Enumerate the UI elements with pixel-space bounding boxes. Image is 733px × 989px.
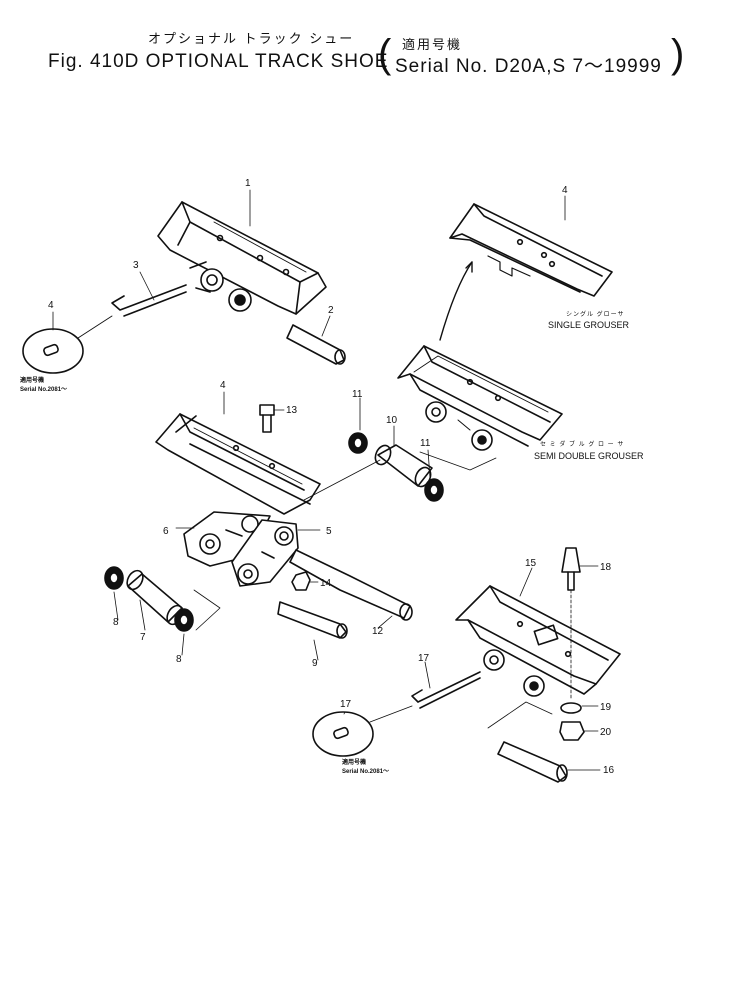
callout-9: 9	[312, 658, 318, 669]
single-grouser-label-jp: シングル グローサ	[566, 312, 625, 318]
washer-19	[560, 702, 599, 714]
callout-19: 19	[600, 702, 612, 713]
semi-double-grouser-shoe	[397, 345, 563, 451]
washer-17	[312, 705, 413, 757]
callout-20: 20	[600, 727, 612, 738]
single-grouser-label: SINGLE GROUSER	[548, 320, 630, 330]
callout-8-left: 8	[113, 617, 119, 628]
serial-number: Serial No. D20A,S 7～19999	[395, 56, 662, 77]
callout-13: 13	[286, 405, 298, 416]
track-shoe-assembly-top-left	[157, 201, 327, 315]
pin-2	[286, 324, 346, 365]
track-shoe-15	[455, 585, 621, 697]
callout-2: 2	[328, 305, 334, 316]
seal-11-lower	[424, 449, 444, 502]
callout-18: 18	[600, 562, 612, 573]
seal-8-right	[174, 608, 194, 632]
callout-12: 12	[372, 626, 384, 637]
semi-double-grouser-label: SEMI DOUBLE GROUSER	[534, 451, 644, 461]
callout-11-lower: 11	[420, 438, 431, 449]
nut-14	[291, 571, 319, 591]
pin-9	[277, 601, 348, 639]
figure-title: Fig. 410D OPTIONAL TRACK SHOE	[48, 51, 389, 72]
semi-double-grouser-label-jp: セ ミ ダ ブ ル グ ロ ー サ	[540, 442, 625, 448]
callout-17-washer: 17	[340, 699, 352, 710]
paren-close: )	[671, 32, 685, 76]
footnote-jp-left: 適用号機	[20, 378, 45, 384]
footnote-serial-left: Serial No.2081～	[20, 387, 68, 393]
track-shoe-main	[155, 413, 321, 515]
callout-16: 16	[603, 765, 615, 776]
pin-17	[411, 671, 481, 709]
pin-12	[289, 549, 413, 621]
link-5	[231, 519, 299, 587]
callout-14: 14	[320, 578, 332, 589]
callout-11-upper: 11	[352, 389, 363, 400]
title-japanese: オプショナル トラック シュー	[148, 31, 355, 46]
callout-numbers: 1 2 3 4 4 4 5 6 7 8 8 9 10 11 11 12 13 1…	[48, 178, 615, 776]
bushing-7	[126, 569, 184, 626]
pin-16	[497, 741, 601, 783]
serial-japanese: 適用号機	[402, 37, 463, 52]
callout-8-right: 8	[176, 654, 182, 665]
seal-11-upper	[348, 397, 368, 454]
footnote-jp-right: 適用号機	[342, 760, 367, 766]
callout-4-left: 4	[48, 300, 54, 311]
callout-10: 10	[386, 415, 398, 426]
callout-7: 7	[140, 632, 146, 643]
nut-20	[559, 721, 599, 741]
bolt-13	[259, 404, 285, 433]
callout-1: 1	[245, 178, 251, 189]
callout-6: 6	[163, 526, 169, 537]
footnote-serial-right: Serial No.2081～	[342, 769, 390, 775]
washer-4-left	[22, 315, 113, 374]
callout-15: 15	[525, 558, 537, 569]
callout-3: 3	[133, 260, 139, 271]
callout-17-pin: 17	[418, 653, 430, 664]
single-grouser-shoe	[449, 203, 613, 297]
callout-4-center: 4	[220, 380, 226, 391]
bolt-18	[561, 547, 599, 701]
callout-4-right: 4	[562, 185, 568, 196]
callout-5: 5	[326, 526, 332, 537]
seal-8-left	[104, 566, 124, 590]
bushing-10	[374, 425, 433, 488]
paren-open: (	[378, 32, 392, 76]
